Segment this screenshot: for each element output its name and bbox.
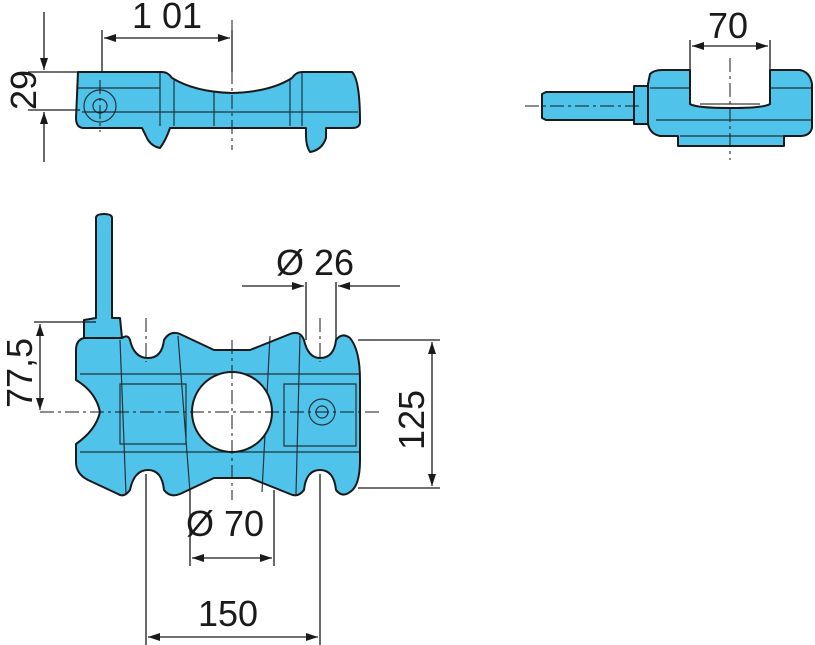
dim-bore-large: Ø 70 bbox=[186, 490, 275, 566]
dim-side-offset-label: 1 01 bbox=[132, 0, 202, 36]
dim-mount-height-label: 77,5 bbox=[0, 338, 40, 408]
top-view-pin bbox=[83, 213, 123, 339]
dim-bore-small-label: Ø 26 bbox=[276, 242, 354, 283]
dim-body-height: 125 bbox=[358, 339, 440, 489]
dim-side-height-label: 29 bbox=[3, 70, 44, 110]
dim-hole-spacing: 150 bbox=[145, 474, 321, 645]
dim-hole-spacing-label: 150 bbox=[198, 593, 258, 634]
dim-bore-small: Ø 26 bbox=[242, 242, 400, 340]
top-view bbox=[40, 213, 380, 500]
dim-bore-large-label: Ø 70 bbox=[186, 503, 264, 544]
dim-body-height-label: 125 bbox=[391, 390, 432, 450]
dim-mount-height: 77,5 bbox=[0, 321, 96, 410]
dim-end-width-label: 70 bbox=[708, 5, 748, 46]
dim-side-offset: 1 01 bbox=[101, 0, 233, 72]
dim-end-width: 70 bbox=[689, 5, 771, 72]
dim-side-height: 29 bbox=[3, 12, 80, 162]
side-view bbox=[75, 20, 361, 153]
end-view bbox=[525, 58, 813, 160]
